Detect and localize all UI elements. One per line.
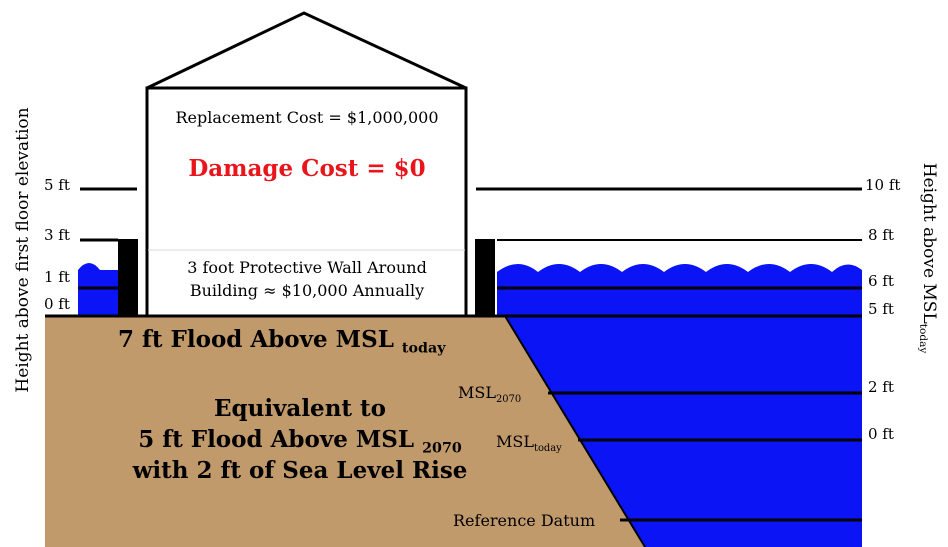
equivalent-line-2: 5 ft Flood Above MSL 2070 bbox=[115, 426, 485, 457]
damage-cost-label: Damage Cost = $0 bbox=[188, 155, 426, 182]
ground bbox=[45, 316, 645, 547]
flood-water-right bbox=[497, 264, 862, 316]
right-tick-label-6ft: 6 ft bbox=[868, 272, 894, 290]
left-tick-label-3ft: 3 ft bbox=[44, 226, 70, 244]
equivalent-line-2-sub: 2070 bbox=[422, 440, 462, 457]
msl-2070-sub: 2070 bbox=[495, 394, 522, 406]
msl-today-main: MSL bbox=[496, 432, 534, 451]
flood-above-msl-sub: today bbox=[401, 340, 446, 357]
right-tick-label-5ft: 5 ft bbox=[868, 300, 894, 318]
msl-2070-main: MSL bbox=[458, 383, 496, 402]
equivalent-line-3: with 2 ft of Sea Level Rise bbox=[132, 457, 468, 484]
right-tick-label-8ft: 8 ft bbox=[868, 226, 894, 244]
wall-description-line-1: 3 foot Protective Wall Around bbox=[187, 258, 427, 277]
right-tick-label-0ft: 0 ft bbox=[868, 425, 894, 443]
sea-water bbox=[505, 315, 862, 547]
equivalent-line-2-main: 5 ft Flood Above MSL bbox=[138, 426, 415, 453]
msl-today-label: MSLtoday bbox=[496, 432, 562, 454]
replacement-cost-label: Replacement Cost = $1,000,000 bbox=[175, 108, 439, 127]
wall-description-line-2: Building ≈ $10,000 Annually bbox=[189, 281, 425, 300]
ground-slope-line bbox=[504, 315, 646, 547]
flood-above-msl-label: 7 ft Flood Above MSL today bbox=[118, 326, 445, 357]
left-tick-label-1ft: 1 ft bbox=[44, 268, 70, 286]
reference-datum-label: Reference Datum bbox=[453, 511, 596, 530]
protective-wall-left bbox=[118, 239, 138, 316]
right-tick-label-10ft: 10 ft bbox=[865, 176, 901, 194]
left-axis-title: Height above first floor elevation bbox=[13, 107, 33, 393]
msl-today-sub: today bbox=[533, 443, 562, 455]
house-roof bbox=[146, 11, 467, 90]
flood-above-msl-main: 7 ft Flood Above MSL bbox=[118, 326, 394, 353]
right-tick-label-2ft: 2 ft bbox=[868, 378, 894, 396]
msl-2070-label: MSL2070 bbox=[458, 383, 521, 405]
right-axis-title-sub: today bbox=[916, 323, 929, 354]
right-axis-title: Height above MSLtoday bbox=[917, 163, 939, 354]
protective-wall-right bbox=[475, 239, 495, 316]
house-body bbox=[145, 86, 468, 318]
left-tick-label-0ft: 0 ft bbox=[44, 295, 70, 313]
right-axis-title-main: Height above MSL bbox=[919, 162, 940, 324]
left-tick-label-5ft: 5 ft bbox=[44, 176, 70, 194]
equivalent-line-1: Equivalent to bbox=[213, 395, 387, 422]
